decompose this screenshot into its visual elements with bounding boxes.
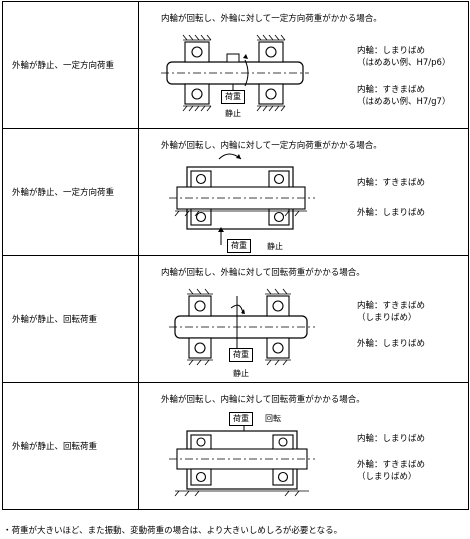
outer-fit-example: （しまりばめ） — [357, 472, 417, 482]
table-row: 外輪が静止、回転荷重 外輪が回転し、内輪に対して回転荷重がかかる場合。 — [2, 382, 469, 510]
inner-fit: 内輪：すきまばめ — [357, 178, 426, 188]
inner-fit-note: 内輪：しまりばめ （はめあい例、H7/p6） — [357, 45, 450, 69]
load-label: 荷重 — [227, 239, 251, 253]
inner-fit-note: 内輪：しまりばめ — [357, 433, 425, 445]
outer-fit-note: 外輪：しまりばめ — [357, 207, 425, 219]
fit-table: 外輪が静止、一定方向荷重 内輪が回転し、外輪に対して一定方向荷重がかかる場合。 — [2, 1, 469, 510]
case-heading: 内輪が回転し、外輪に対して一定方向荷重がかかる場合。 — [161, 14, 382, 24]
load-label: 荷重 — [229, 412, 253, 426]
inner-fit: 内輪：しまりばめ — [357, 434, 426, 444]
state-label: 静止 — [225, 109, 241, 118]
load-label: 荷重 — [229, 348, 253, 362]
inner-fit-example: （はめあい例、H7/p6） — [357, 58, 451, 68]
bearing-diagram-outer-rotating — [169, 153, 315, 245]
inner-fit-note: 内輪：すきまばめ （しまりばめ） — [357, 300, 425, 324]
inner-fit: 内輪：しまりばめ — [357, 46, 426, 56]
bearing-diagram-inner-rotating-load — [169, 288, 315, 366]
state-label: 静止 — [267, 242, 283, 251]
condition-cell: 外輪が静止、回転荷重 — [2, 255, 139, 383]
table-row: 外輪が静止、一定方向荷重 外輪が回転し、内輪に対して一定方向荷重がかかる場合。 — [2, 128, 469, 256]
outer-fit-note: 内輪：すきまばめ （はめあい例、H7/g7） — [357, 84, 450, 108]
case-heading: 外輪が回転し、内輪に対して回転荷重がかかる場合。 — [161, 395, 365, 405]
inner-fit-example: （しまりばめ） — [357, 313, 417, 323]
outer-fit: 外輪：すきまばめ — [357, 460, 426, 470]
outer-fit-note: 外輪：すきまばめ （しまりばめ） — [357, 459, 425, 483]
bearing-diagram-outer-rotating-load — [169, 423, 315, 497]
case-heading: 外輪が回転し、内輪に対して一定方向荷重がかかる場合。 — [161, 141, 382, 151]
outer-fit: 外輪：しまりばめ — [357, 208, 426, 218]
condition-cell: 外輪が静止、一定方向荷重 — [2, 1, 139, 129]
state-label: 静止 — [233, 369, 249, 378]
case-heading: 内輪が回転し、外輪に対して回転荷重がかかる場合。 — [161, 268, 365, 278]
outer-fit: 外輪：しまりばめ — [357, 339, 426, 349]
condition-cell: 外輪が静止、回転荷重 — [2, 382, 139, 510]
load-label: 荷重 — [221, 90, 245, 104]
condition-cell: 外輪が静止、一定方向荷重 — [2, 128, 139, 256]
footnote: ・荷重が大きいほど、また振動、変動荷重の場合は、より大きいしめしろが必要となる。 — [3, 526, 343, 536]
inner-fit: 内輪：すきまばめ — [357, 301, 426, 311]
outer-fit: 内輪：すきまばめ — [357, 85, 426, 95]
bearing-diagram-inner-rotating — [161, 34, 309, 112]
figure-cell: 外輪が回転し、内輪に対して回転荷重がかかる場合。 — [138, 382, 469, 510]
state-label: 回転 — [265, 414, 281, 423]
outer-fit-example: （はめあい例、H7/g7） — [357, 97, 451, 107]
figure-cell: 内輪が回転し、外輪に対して一定方向荷重がかかる場合。 — [138, 1, 469, 129]
table-row: 外輪が静止、一定方向荷重 内輪が回転し、外輪に対して一定方向荷重がかかる場合。 — [2, 1, 469, 129]
table-row: 外輪が静止、回転荷重 内輪が回転し、外輪に対して回転荷重がかかる場合。 — [2, 255, 469, 383]
figure-cell: 外輪が回転し、内輪に対して一定方向荷重がかかる場合。 — [138, 128, 469, 256]
outer-fit-note: 外輪：しまりばめ — [357, 338, 425, 350]
inner-fit-note: 内輪：すきまばめ — [357, 177, 425, 189]
figure-cell: 内輪が回転し、外輪に対して回転荷重がかかる場合。 — [138, 255, 469, 383]
